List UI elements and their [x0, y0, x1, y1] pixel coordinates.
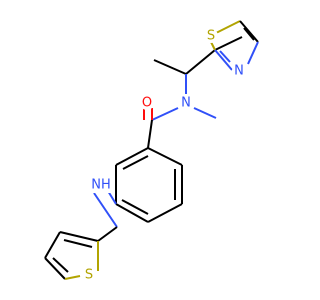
bond-layer [44, 20, 259, 280]
bond-thiazole-n-c2 [214, 49, 233, 71]
atom-label-amide-nitrogen: N [181, 96, 191, 111]
bond-thio-c4-c5-double [52, 257, 69, 273]
chemical-structure-diagram: O N N S NH S [44, 20, 259, 283]
bond-benz-6-double [122, 155, 149, 170]
bond-ring-nh [107, 190, 117, 205]
atom-label-amine-nh: NH [91, 178, 111, 193]
bond-namide-methyl [193, 107, 217, 119]
atom-label-thiazole-nitrogen: N [234, 64, 244, 79]
bond-thiazole-c5-c4 [239, 20, 259, 43]
bond-nh-ch2 [93, 192, 118, 228]
bond-ch-methyl [153, 59, 187, 75]
bond-thio-c2-c3 [59, 231, 99, 242]
atom-label-layer: O N N S NH S [82, 29, 246, 283]
bond-benz-3 [147, 203, 183, 223]
bond-namide-carbonyl [151, 107, 179, 121]
bond-carbonyl-ring [147, 119, 153, 149]
bond-thiazole-c5-c4-double [243, 27, 255, 41]
bond-benz-4-double [121, 199, 149, 215]
bond-thio-c4-c5 [44, 257, 66, 280]
bond-thiazole-c2-ch [185, 49, 216, 75]
bond-benz-1 [147, 147, 183, 166]
bond-thiazole-s-c5 [215, 20, 241, 34]
atom-label-thiazole-sulfur: S [207, 29, 215, 44]
bond-benz-6 [115, 147, 149, 166]
bond-thio-c5-s [64, 275, 81, 280]
bond-benz-4 [115, 203, 149, 223]
atom-label-oxygen: O [142, 96, 152, 111]
bond-thiazole-n-c2-double [219, 50, 231, 63]
bond-thiazole-c2-c5-side [214, 36, 243, 51]
bond-thio-c2-c3-double [63, 239, 93, 248]
bond-ch2-thiophene [97, 226, 118, 242]
bond-thiazole-c4-n [247, 41, 259, 65]
atom-label-thiophene-sulfur: S [85, 268, 93, 283]
bond-thio-c3-c4 [44, 231, 61, 259]
